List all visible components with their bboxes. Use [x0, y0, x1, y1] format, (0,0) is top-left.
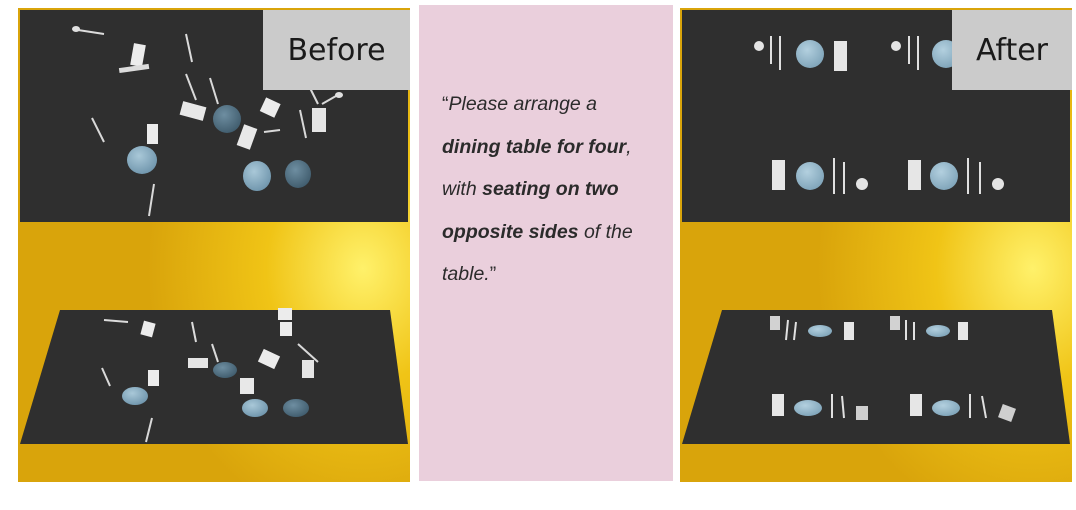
- place-setting: [770, 316, 854, 341]
- spoon: [263, 129, 281, 133]
- place-setting: [754, 36, 847, 71]
- open-quote: “: [442, 93, 449, 115]
- napkin: [179, 101, 207, 121]
- glass: [147, 124, 158, 144]
- prompt-emphasis: dining table for four: [442, 135, 627, 158]
- prompt-emphasis: seating on two opposite sides: [442, 178, 619, 243]
- plate: [285, 160, 311, 188]
- after-label: After: [952, 10, 1072, 90]
- scattered-items-perspective: [101, 308, 319, 443]
- place-setting: [908, 158, 1004, 194]
- knife: [148, 183, 155, 217]
- before-image: Before: [18, 8, 410, 482]
- place-setting: [910, 394, 1016, 422]
- spoon: [321, 95, 337, 105]
- prompt-segment: Please arrange a: [448, 93, 598, 115]
- instruction-panel: “Please arrange a dining table for four,…: [419, 5, 673, 481]
- plate: [243, 161, 271, 191]
- napkin: [236, 124, 258, 150]
- after-scene-render: [680, 8, 1072, 482]
- glass: [259, 97, 281, 118]
- before-label: Before: [263, 10, 410, 90]
- napkin: [118, 63, 150, 74]
- prompt-segment: , with: [442, 135, 632, 201]
- glass: [130, 43, 146, 67]
- knife: [209, 77, 219, 105]
- place-setting: [890, 316, 968, 340]
- plate: [213, 105, 241, 133]
- instruction-text: “Please arrange a dining table for four,…: [442, 83, 654, 296]
- fork: [299, 109, 307, 139]
- spoon: [77, 29, 105, 35]
- table-perspective: [682, 310, 1070, 444]
- prompt-segment: of the table.: [442, 220, 633, 286]
- napkin: [312, 108, 326, 132]
- after-image: After: [680, 8, 1072, 482]
- knife: [185, 33, 193, 63]
- table-perspective: [20, 310, 408, 444]
- fork: [185, 73, 197, 101]
- place-setting: [772, 394, 868, 420]
- place-setting: [772, 158, 868, 194]
- close-quote: ”: [489, 263, 497, 285]
- plate: [127, 146, 157, 174]
- knife: [91, 117, 105, 143]
